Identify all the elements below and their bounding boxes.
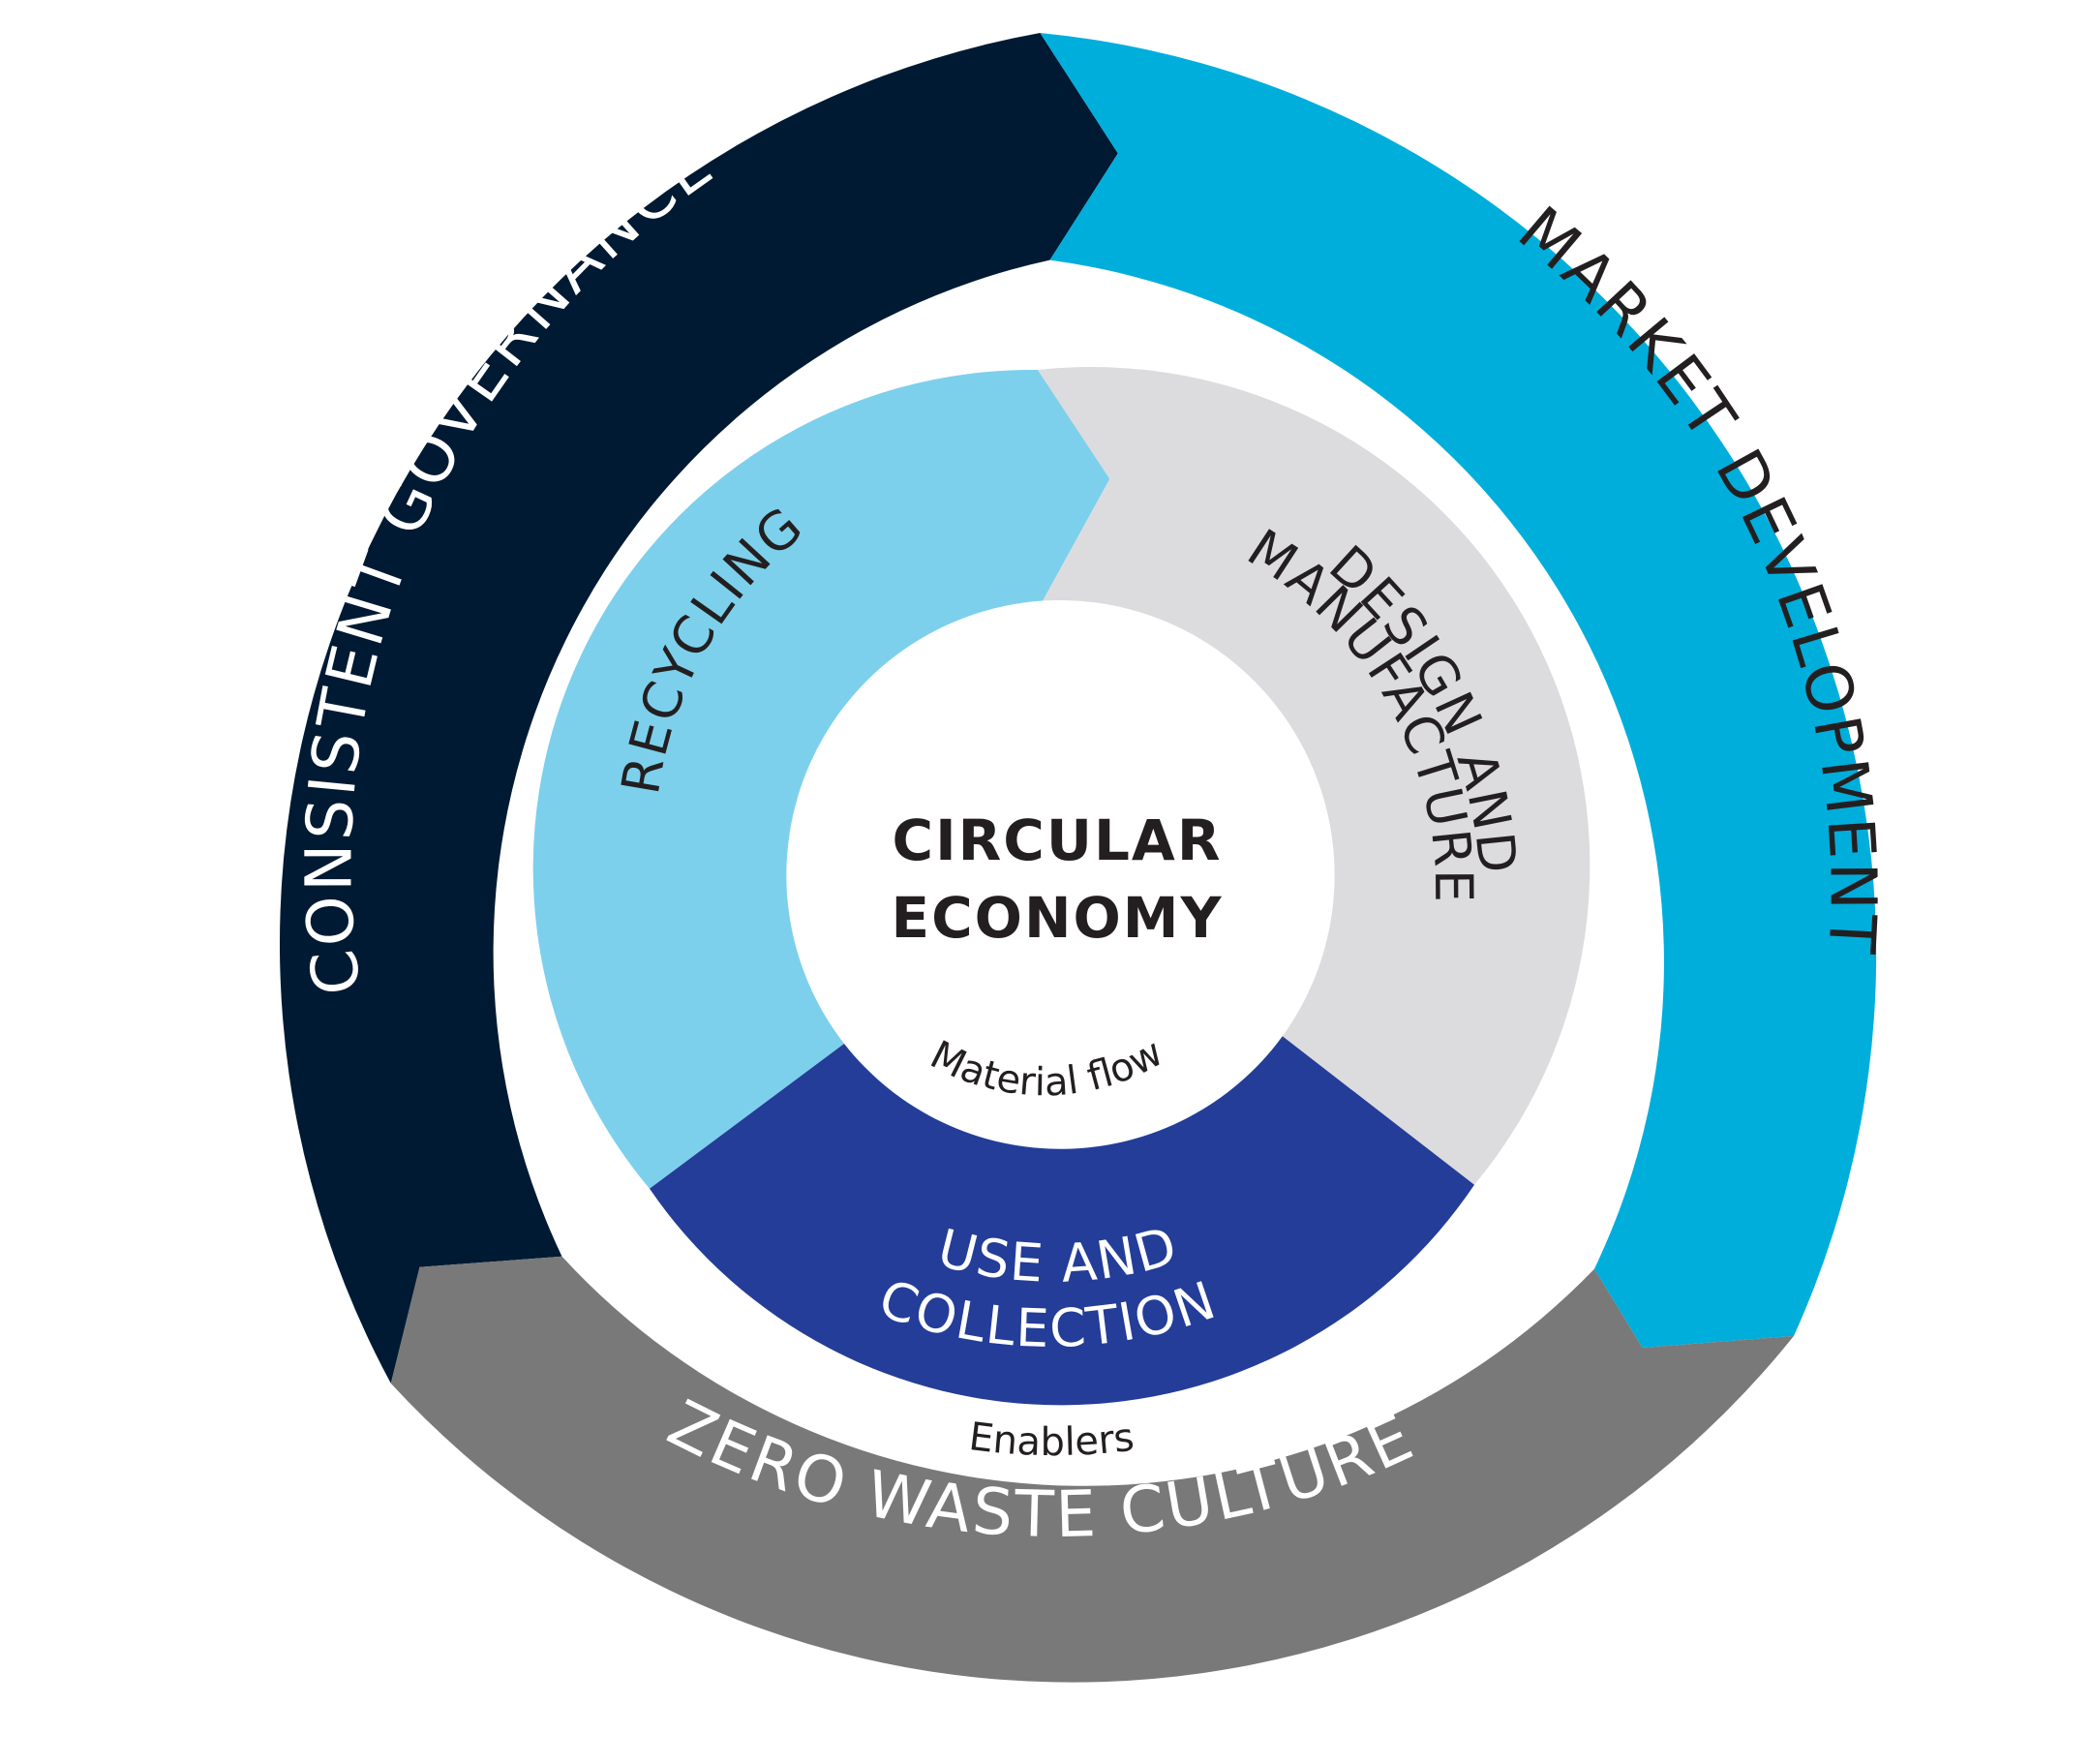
use-and-collection-segment [650,1036,1474,1406]
center-title-line2: ECONOMY [891,885,1223,951]
center-title-line1: CIRCULAR [893,807,1223,873]
design-and-manufacture-segment [1038,367,1591,1185]
zero-waste-culture-segment [390,1256,1794,1683]
enablers-label: Enablers [966,1414,1136,1465]
center-circle [796,618,1311,1133]
consistent-governance-segment [279,33,1118,1384]
recycling-segment [532,369,1110,1189]
market-development-segment [1040,33,1877,1348]
